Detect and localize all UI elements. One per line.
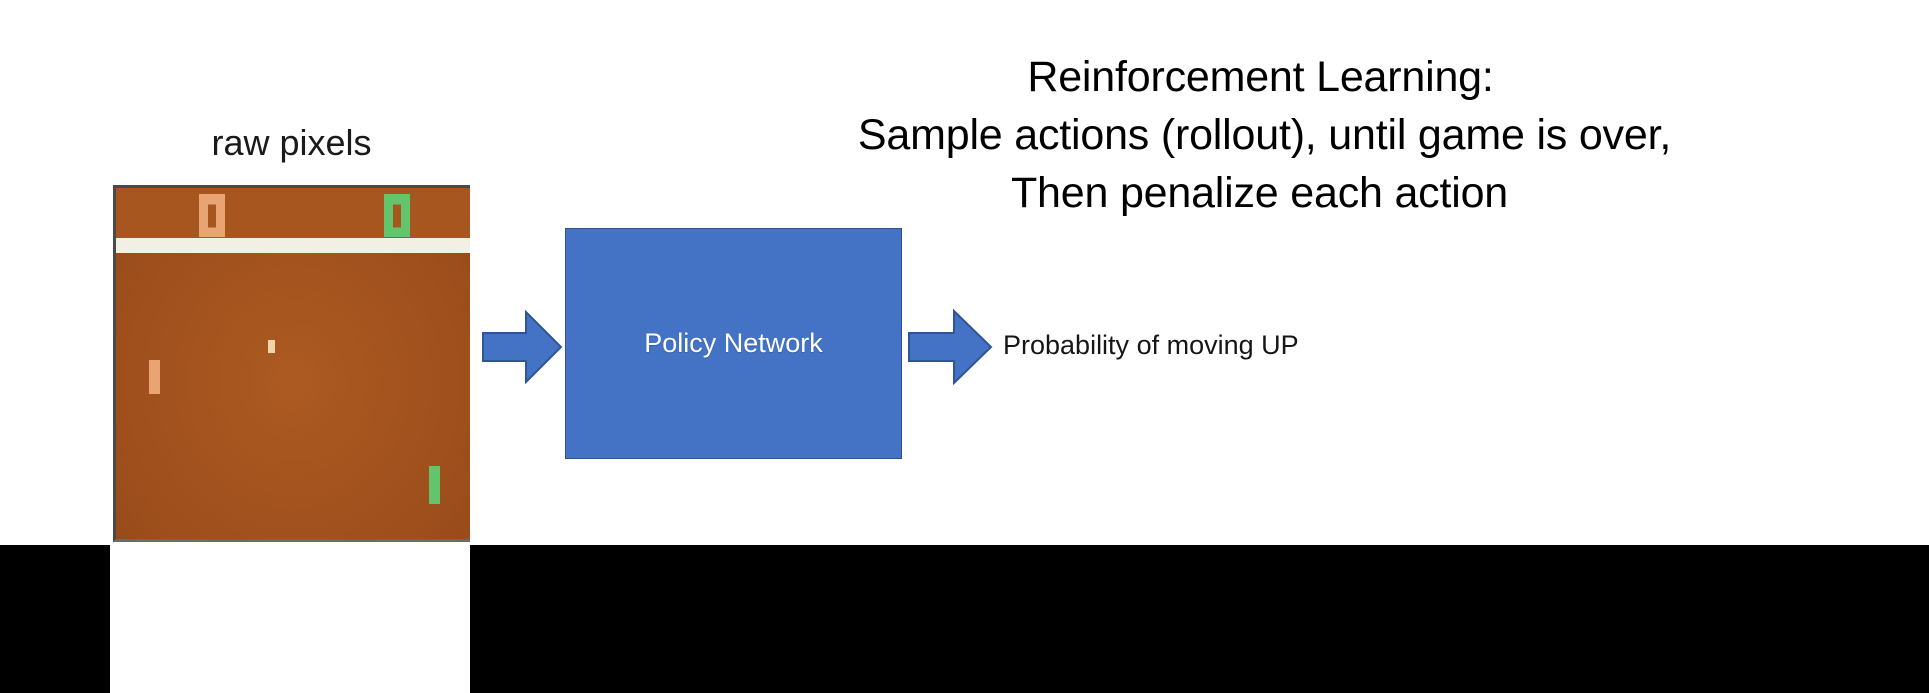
page-title: Reinforcement Learning: Sample actions (… xyxy=(600,48,1929,222)
bottom-bar-right xyxy=(470,545,1929,693)
pong-game-screen xyxy=(113,185,470,542)
game-score-band xyxy=(116,188,470,238)
paddle-right xyxy=(429,466,440,504)
raw-pixels-caption: raw pixels xyxy=(211,122,372,163)
title-line-2: Sample actions (rollout), until game is … xyxy=(857,111,1672,159)
paddle-left xyxy=(149,360,160,394)
pong-ball xyxy=(268,340,275,353)
score-digit-right-hole xyxy=(393,204,401,227)
score-digit-left-hole xyxy=(208,204,216,227)
output-label: Probability of moving UP xyxy=(1003,330,1299,360)
bottom-bar-gap xyxy=(0,0,357,133)
policy-network-box[interactable]: Policy Network xyxy=(565,228,902,459)
policy-network-label: Policy Network xyxy=(644,328,823,358)
title-line-1: Reinforcement Learning: xyxy=(1027,53,1494,101)
input-right-arrow-icon xyxy=(481,306,563,388)
game-divider-line xyxy=(116,238,470,253)
score-digit-right xyxy=(384,194,410,237)
score-digit-left xyxy=(199,194,225,237)
output-right-arrow-icon xyxy=(907,305,993,389)
bottom-bar-left xyxy=(0,545,110,693)
title-line-3: Then penalize each action xyxy=(1010,169,1509,217)
